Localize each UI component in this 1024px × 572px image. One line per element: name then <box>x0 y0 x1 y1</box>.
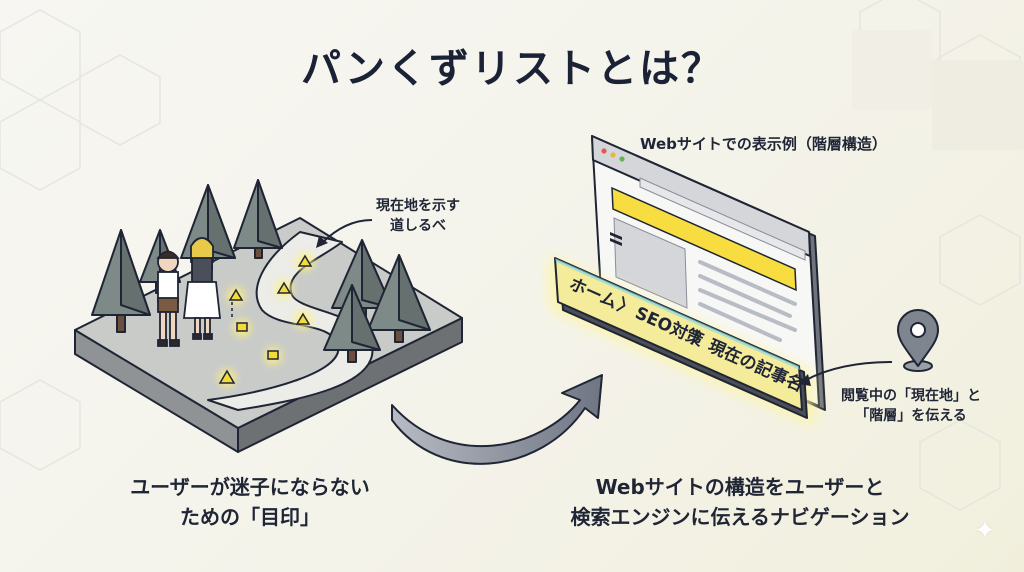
breadcrumb-trail <box>218 253 314 387</box>
right-caption: Webサイトの構造をユーザーと 検索エンジンに伝えるナビゲーション <box>520 472 960 532</box>
tree <box>323 284 381 363</box>
guide-annotation-line2: 道しるべ <box>390 218 446 234</box>
right-caption-line2: 検索エンジンに伝えるナビゲーション <box>570 505 910 529</box>
page-title: パンくずリストとは？ <box>301 46 723 92</box>
curved-arrow-icon <box>391 374 603 465</box>
guide-annotation-line1: 現在地を示す <box>376 198 460 214</box>
tree <box>233 179 283 259</box>
sparkle-icon: ✦ <box>974 516 996 546</box>
browser-contents <box>601 148 806 342</box>
right-caption-line1: Webサイトの構造をユーザーと <box>595 475 885 499</box>
location-pin-icon <box>897 309 939 372</box>
left-caption: ユーザーが迷子にならない ための「目印」 <box>90 472 410 532</box>
guide-arrow <box>321 219 373 244</box>
guide-annotation: 現在地を示す 道しるべ <box>368 196 468 236</box>
trees <box>91 179 431 363</box>
location-annotation: 閲覧中の「現在地」と 「階層」を伝える <box>826 386 996 426</box>
left-caption-line1: ユーザーが迷子にならない <box>130 475 370 499</box>
tree <box>367 254 431 343</box>
location-annotation-line2: 「階層」を伝える <box>855 408 967 424</box>
location-annotation-line1: 閲覧中の「現在地」と <box>841 388 981 404</box>
tree <box>91 229 151 333</box>
child-girl <box>182 237 222 340</box>
browser-caption: Webサイトでの表示例（階層構造） <box>640 135 887 153</box>
breadcrumb-bar <box>548 256 815 426</box>
forest-path <box>207 231 374 411</box>
left-caption-line2: ための「目印」 <box>180 505 320 529</box>
child-boy <box>156 250 180 347</box>
location-arrow <box>805 361 893 381</box>
